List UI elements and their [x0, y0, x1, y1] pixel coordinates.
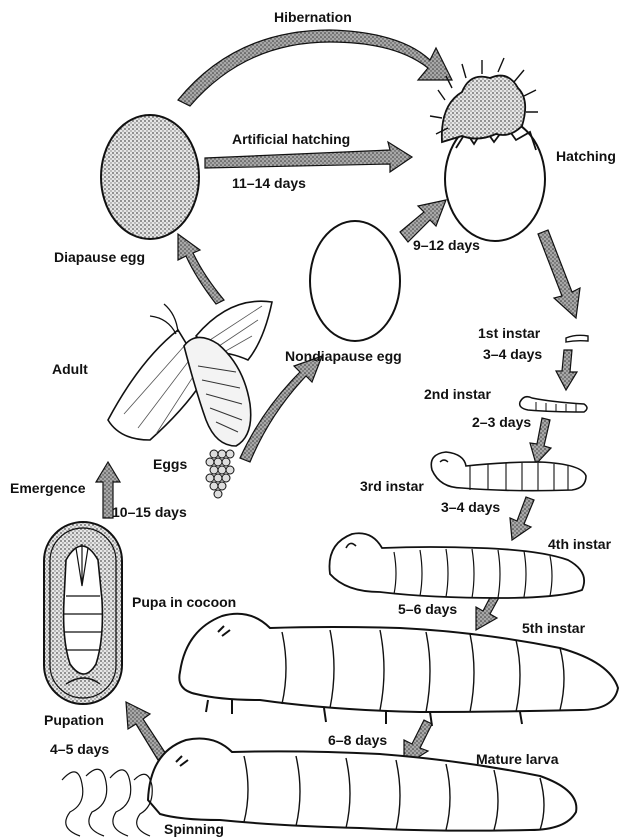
label-mature-larva: Mature larva	[476, 752, 558, 766]
label-emergence: Emergence	[10, 481, 85, 495]
silk-threads	[62, 769, 152, 836]
arrow-spinning-to-pupation	[126, 702, 166, 760]
first-instar-larva	[566, 335, 588, 342]
diapause-egg	[101, 115, 199, 239]
label-days-4-5: 4–5 days	[50, 742, 109, 756]
label-hibernation: Hibernation	[274, 10, 352, 24]
nondiapause-egg	[310, 221, 400, 341]
label-fourth-instar: 4th instar	[548, 537, 611, 551]
label-days-5-6: 5–6 days	[398, 602, 457, 616]
label-adult: Adult	[52, 362, 88, 376]
hatching-egg	[430, 58, 545, 241]
eggs-cluster	[206, 450, 234, 498]
third-instar-larva	[431, 452, 586, 491]
label-eggs: Eggs	[153, 457, 187, 471]
arrow-hatch-to-1st	[538, 230, 580, 318]
arrow-1st-to-2nd	[556, 350, 577, 390]
arrow-eggs-to-nondiapause	[240, 356, 322, 462]
label-days-2-3: 2–3 days	[472, 415, 531, 429]
label-artificial-hatching: Artificial hatching	[232, 132, 350, 146]
label-pupa-in-cocoon: Pupa in cocoon	[132, 595, 236, 609]
label-nondiapause-egg: Nondiapause egg	[285, 349, 402, 363]
label-days-3-4-a: 3–4 days	[483, 347, 542, 361]
label-first-instar: 1st instar	[478, 326, 540, 340]
arrow-hibernation	[178, 30, 452, 106]
second-instar-larva	[520, 397, 587, 412]
label-third-instar: 3rd instar	[360, 479, 424, 493]
label-spinning: Spinning	[164, 822, 224, 836]
label-days-3-4-b: 3–4 days	[441, 500, 500, 514]
label-days-11-14: 11–14 days	[232, 176, 306, 190]
label-diapause-egg: Diapause egg	[54, 250, 145, 264]
cocoon	[44, 522, 122, 704]
fourth-instar-larva	[329, 533, 584, 598]
arrow-2nd-to-3rd	[530, 418, 551, 464]
label-pupation: Pupation	[44, 713, 104, 727]
label-fifth-instar: 5th instar	[522, 621, 585, 635]
label-days-6-8: 6–8 days	[328, 733, 387, 747]
label-days-9-12: 9–12 days	[413, 238, 480, 252]
arrow-3rd-to-4th	[510, 497, 534, 540]
label-hatching: Hatching	[556, 149, 616, 163]
arrow-adult-to-diapause	[178, 234, 224, 304]
arrow-nondiapause-to-hatch	[400, 200, 446, 242]
adult-moth	[108, 301, 272, 446]
label-days-10-15: 10–15 days	[112, 505, 187, 519]
label-second-instar: 2nd instar	[424, 387, 491, 401]
